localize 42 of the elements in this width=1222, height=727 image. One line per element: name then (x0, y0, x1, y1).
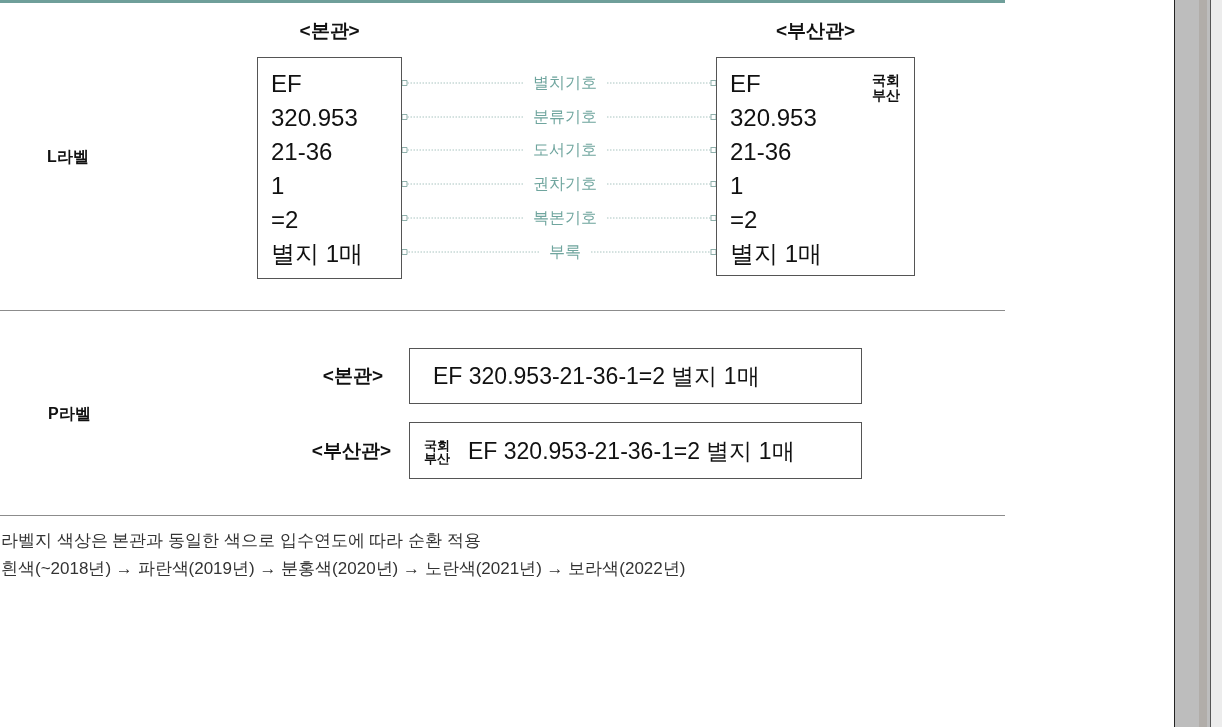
leader-line (606, 80, 717, 86)
label-text: 320.953 (271, 104, 358, 132)
side-heading: <본관> (322, 364, 383, 388)
label-text: 1 (271, 172, 285, 200)
side-heading: <부산관> (311, 438, 391, 463)
corner-text: 국회 부산 (872, 73, 900, 103)
label-text: 1 (730, 172, 744, 200)
label-text: 별지 1매 (730, 240, 822, 268)
leader-line (606, 215, 717, 221)
label-text: 21-36 (271, 138, 333, 166)
label-text: =2 (271, 206, 299, 234)
heading: <부산관> (776, 19, 856, 43)
leader-line (401, 114, 524, 120)
leader-line (606, 181, 717, 187)
leader-line (606, 147, 717, 153)
label-text: =2 (730, 206, 758, 234)
field-name: 복본기호 (523, 208, 607, 228)
label-text: EF 320.953-21-36-1=2 별지 1매 (433, 363, 760, 390)
heading: <본관> (299, 19, 360, 43)
note-text: 라벨지 색상은 본관과 동일한 색으로 입수연도에 따라 순환 적용 (1, 530, 481, 552)
field-name: 분류기호 (523, 107, 607, 127)
leader-line (401, 181, 524, 187)
leader-line (590, 249, 717, 255)
leader-line (401, 215, 524, 221)
label-text: EF 320.953-21-36-1=2 별지 1매 (468, 437, 795, 465)
label-text: EF (730, 70, 761, 98)
field-name: 부록 (539, 242, 591, 262)
row-title: L라벨 (47, 147, 89, 167)
leader-line (401, 147, 524, 153)
row-title: P라벨 (48, 404, 91, 424)
field-name: 별치기호 (523, 73, 607, 93)
label-text: 320.953 (730, 104, 817, 132)
field-name: 도서기호 (523, 140, 607, 160)
leader-line (606, 114, 717, 120)
note-text: 흰색(~2018년) → 파란색(2019년) → 분홍색(2020년) → 노란색(2021년) → 보라색(2022년) (1, 558, 686, 580)
corner-text: 국회 부산 (424, 438, 450, 465)
label-text: EF (271, 70, 302, 98)
label-text: 21-36 (730, 138, 792, 166)
leader-line (401, 249, 540, 255)
field-name: 권차기호 (523, 174, 607, 194)
leader-line (401, 80, 524, 86)
label-text: 별지 1매 (271, 240, 363, 268)
